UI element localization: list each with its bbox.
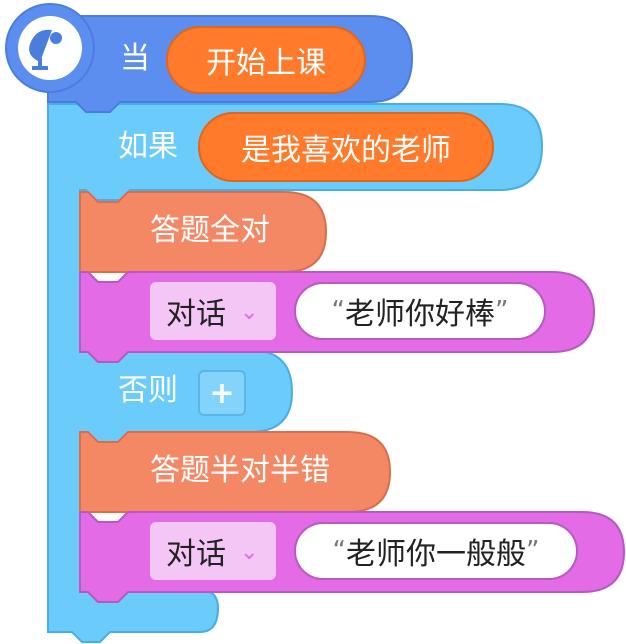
if-condition-reporter[interactable]: 是我喜欢的老师 xyxy=(198,112,494,182)
else-label: 否则 xyxy=(118,373,178,408)
if-label: 如果 xyxy=(118,129,178,164)
else-dialog-text: 老师你一般般 xyxy=(346,537,526,572)
plus-icon: + xyxy=(209,375,235,411)
then-dialog-dropdown[interactable]: 对话 ⌄ xyxy=(150,282,276,340)
then-dialog-text-input[interactable]: “ 老师你好棒 ” xyxy=(294,282,546,340)
then-dialog-text: 老师你好棒 xyxy=(345,297,495,332)
else-condition-label: 答题半对半错 xyxy=(150,453,330,488)
satellite-dish-icon xyxy=(29,29,62,70)
event-name-text: 开始上课 xyxy=(206,46,326,81)
chevron-down-icon: ⌄ xyxy=(240,299,259,325)
then-condition-label: 答题全对 xyxy=(150,213,270,248)
if-else-block-shape[interactable] xyxy=(47,103,544,643)
close-quote-icon: ” xyxy=(495,296,509,326)
else-condition-block-shape[interactable] xyxy=(79,431,392,513)
else-dialog-dropdown-text: 对话 xyxy=(166,537,226,572)
then-dialog-dropdown-text: 对话 xyxy=(166,297,226,332)
then-condition-block-shape[interactable] xyxy=(79,191,328,273)
if-condition-text: 是我喜欢的老师 xyxy=(241,133,451,168)
event-label: 当 xyxy=(120,41,150,76)
add-branch-button[interactable]: + xyxy=(198,370,246,416)
close-quote-icon: ” xyxy=(526,536,540,566)
else-dialog-text-input[interactable]: “ 老师你一般般 ” xyxy=(294,522,578,580)
open-quote-icon: “ xyxy=(332,536,346,566)
chevron-down-icon: ⌄ xyxy=(240,539,259,565)
open-quote-icon: “ xyxy=(331,296,345,326)
event-name-reporter[interactable]: 开始上课 xyxy=(166,26,366,94)
else-dialog-dropdown[interactable]: 对话 ⌄ xyxy=(150,522,276,580)
